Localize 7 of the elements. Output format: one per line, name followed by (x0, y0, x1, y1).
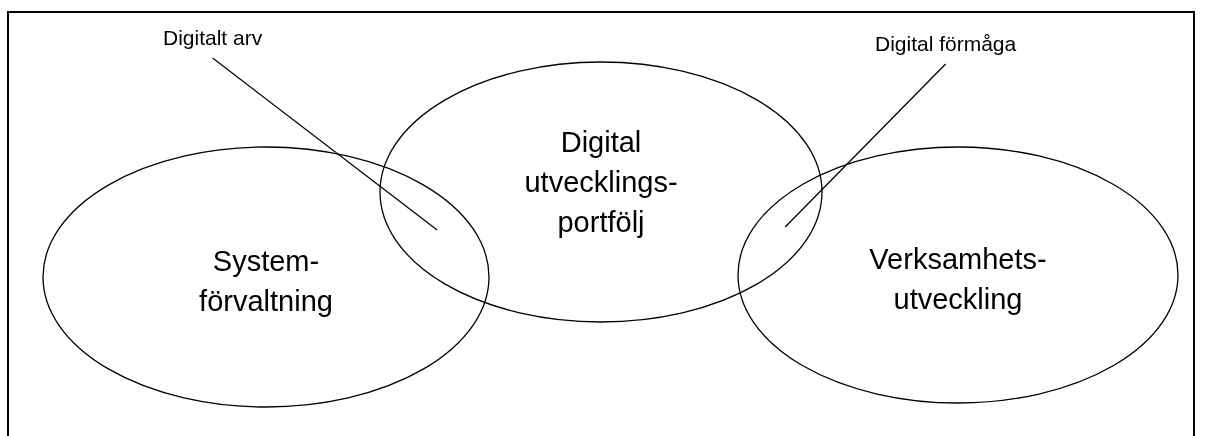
set-label: System- förvaltning (199, 244, 333, 319)
set-label: Digital utvecklings- portfölj (524, 125, 678, 240)
callout-label: Digitalt arv (163, 26, 263, 50)
set-label: Verksamhets- utveckling (869, 242, 1047, 317)
leader-line (211, 57, 438, 231)
leader-line (784, 63, 947, 228)
callout-label: Digital förmåga (875, 32, 1017, 56)
